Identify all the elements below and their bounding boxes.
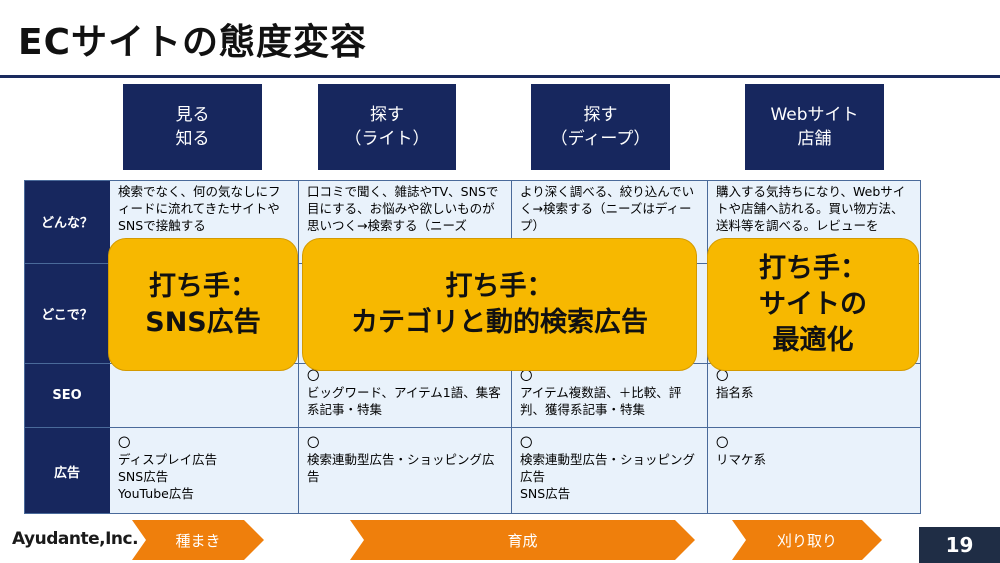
page-title: ECサイトの態度変容	[18, 22, 368, 63]
row-header-seo: SEO	[24, 364, 110, 428]
cell-seo-search-deep: 〇 アイテム複数語、＋比較、評判、獲得系記事・特集	[512, 364, 708, 428]
row-header-where: どこで？	[24, 264, 110, 364]
callout-site-optimization: 打ち手： サイトの 最適化	[707, 238, 919, 371]
cell-ad-website: 〇 リマケ系	[708, 428, 921, 514]
row-header-what: どんな？	[24, 180, 110, 264]
stage-header-search-deep: 探す （ディープ）	[531, 84, 670, 170]
stage-header-website-store: Webサイト 店舗	[745, 84, 884, 170]
company-logo: Ayudante,Inc.	[12, 529, 139, 549]
stage-header-search-light: 探す （ライト）	[318, 84, 456, 170]
phase-arrow-harvesting: 刈り取り	[732, 520, 882, 560]
stage-header-see: 見る 知る	[123, 84, 262, 170]
title-divider	[0, 75, 1000, 78]
cell-seo-website: 〇 指名系	[708, 364, 921, 428]
callout-category-dynamic-search-ads: 打ち手： カテゴリと動的検索広告	[302, 238, 697, 371]
phase-arrow-nurturing: 育成	[350, 520, 695, 560]
cell-ad-search-light: 〇 検索連動型広告・ショッピング広告	[299, 428, 512, 514]
phase-arrow-seeding: 種まき	[132, 520, 264, 560]
callout-sns-ads: 打ち手： SNS広告	[108, 238, 298, 371]
cell-ad-search-deep: 〇 検索連動型広告・ショッピング広告 SNS広告	[512, 428, 708, 514]
cell-seo-search-light: 〇 ビッグワード、アイテム1語、集客系記事・特集	[299, 364, 512, 428]
page-number: 19	[919, 527, 1000, 563]
row-header-ad: 広告	[24, 428, 110, 514]
cell-seo-see	[110, 364, 299, 428]
title-bar: ECサイトの態度変容	[0, 0, 1000, 78]
cell-ad-see: 〇 ディスプレイ広告 SNS広告 YouTube広告	[110, 428, 299, 514]
